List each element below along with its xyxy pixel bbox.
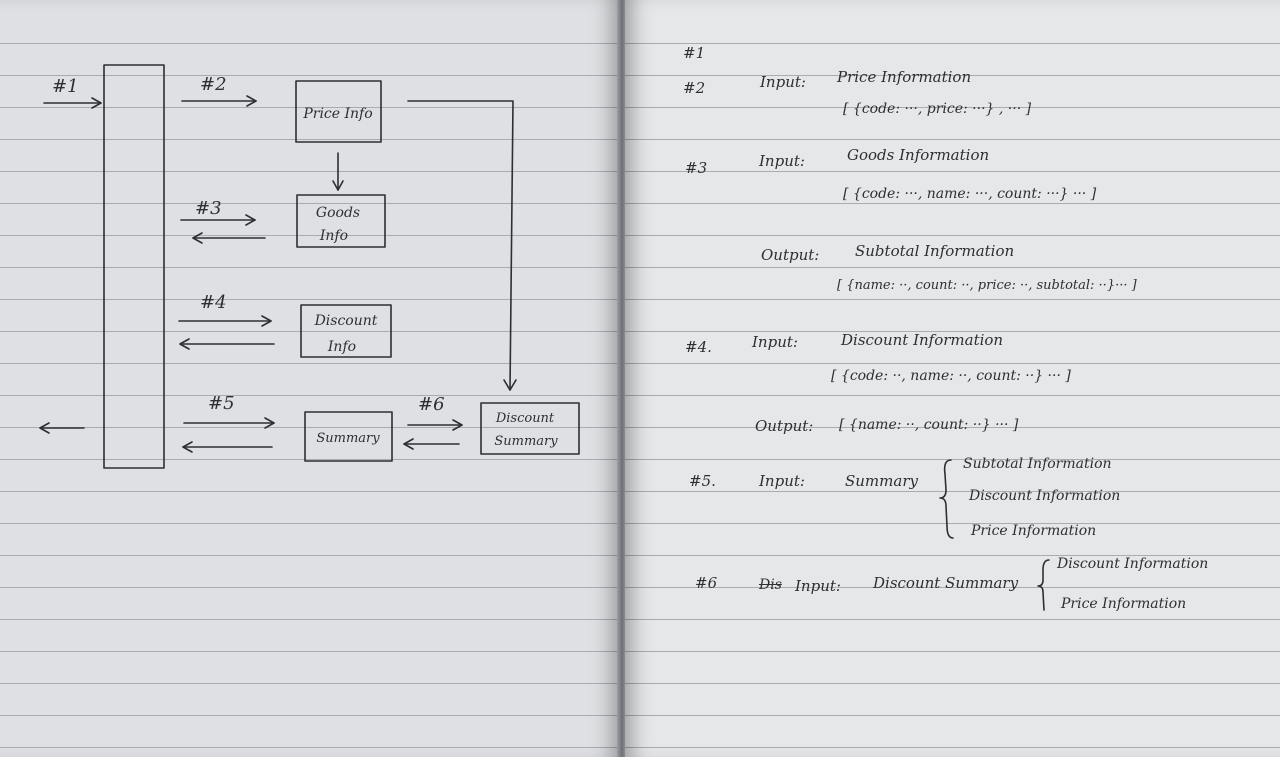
step-6-label: #6 [418, 394, 445, 415]
note-4-name: Discount Information [841, 331, 1004, 349]
notebook-spine [617, 0, 627, 757]
discount-info-label-1: Discount [314, 313, 378, 329]
goods-info-box [296, 194, 386, 248]
step-5-arrows [182, 417, 275, 453]
note-5-step: #5. [689, 472, 716, 490]
step-2-arrow [181, 95, 257, 107]
note-6-struck: Dis [759, 577, 782, 593]
main-process-box [103, 64, 165, 469]
step-2-label: #2 [200, 74, 227, 95]
note-5-name: Summary [845, 472, 918, 490]
note-3-data: [ {code: ···, name: ···, count: ···} ···… [843, 186, 1097, 202]
note-5-item-3: Price Information [971, 523, 1097, 539]
note-4-out-data: [ {name: ··, count: ··} ··· ] [839, 417, 1019, 433]
step-4-label: #4 [200, 292, 227, 313]
note-6-item-1: Discount Information [1057, 556, 1209, 572]
note-4-kind: Input: [752, 333, 798, 351]
note-6-brace [1037, 559, 1050, 611]
note-3-out-kind: Output: [761, 246, 820, 264]
note-5-item-2: Discount Information [969, 488, 1121, 504]
goods-info-label-1: Goods [316, 205, 360, 221]
left-page-diagram: #1 #2 Price Info [0, 0, 619, 757]
note-1-step: #1 [683, 44, 706, 62]
note-6-step: #6 [695, 574, 718, 592]
note-5-brace [939, 459, 954, 539]
note-6-kind: Input: [795, 577, 841, 595]
price-to-goods-arrow [332, 152, 344, 191]
flow-diagram: #1 #2 Price Info [39, 64, 580, 469]
discount-summary-box [480, 402, 580, 455]
step-5-label: #5 [208, 393, 235, 414]
goods-info-label-2: Info [319, 228, 348, 244]
discount-summary-label-2: Summary [494, 434, 558, 449]
note-4-step: #4. [685, 338, 712, 356]
step-1-label: #1 [52, 76, 79, 97]
step-4-arrows [178, 315, 275, 350]
note-3-out-name: Subtotal Information [855, 242, 1015, 260]
summary-box [304, 411, 393, 462]
step-6-arrows [403, 419, 463, 450]
price-info-box [295, 80, 382, 143]
note-3-out-data: [ {name: ··, count: ··, price: ··, subto… [837, 278, 1137, 293]
summary-label: Summary [316, 431, 380, 446]
note-3-kind: Input: [759, 152, 805, 170]
discount-summary-label-1: Discount [495, 411, 555, 426]
right-page-notes: #1 #2 Input: Price Information [ {code: … [625, 0, 1280, 757]
note-6-item-2: Price Information [1061, 596, 1187, 612]
note-4-out-kind: Output: [755, 417, 814, 435]
step-3-label: #3 [195, 198, 222, 219]
price-to-discount-summary-arrow [407, 100, 517, 391]
note-3-name: Goods Information [847, 146, 990, 164]
note-2-data: [ {code: ···, price: ···} , ··· ] [843, 101, 1032, 117]
price-info-label: Price Info [302, 106, 372, 122]
note-2-step: #2 [683, 79, 706, 97]
note-4-data: [ {code: ··, name: ··, count: ··} ··· ] [831, 368, 1071, 384]
note-3-step: #3 [685, 159, 708, 177]
note-6-name: Discount Summary [873, 574, 1019, 592]
note-5-kind: Input: [759, 472, 805, 490]
discount-info-box [300, 304, 392, 358]
note-5-item-1: Subtotal Information [963, 456, 1112, 472]
note-2-kind: Input: [760, 73, 806, 91]
exit-arrow [39, 422, 85, 434]
step-3-arrows [180, 214, 266, 244]
discount-info-label-2: Info [327, 339, 356, 355]
note-2-name: Price Information [837, 68, 972, 86]
entry-arrow [43, 97, 102, 109]
